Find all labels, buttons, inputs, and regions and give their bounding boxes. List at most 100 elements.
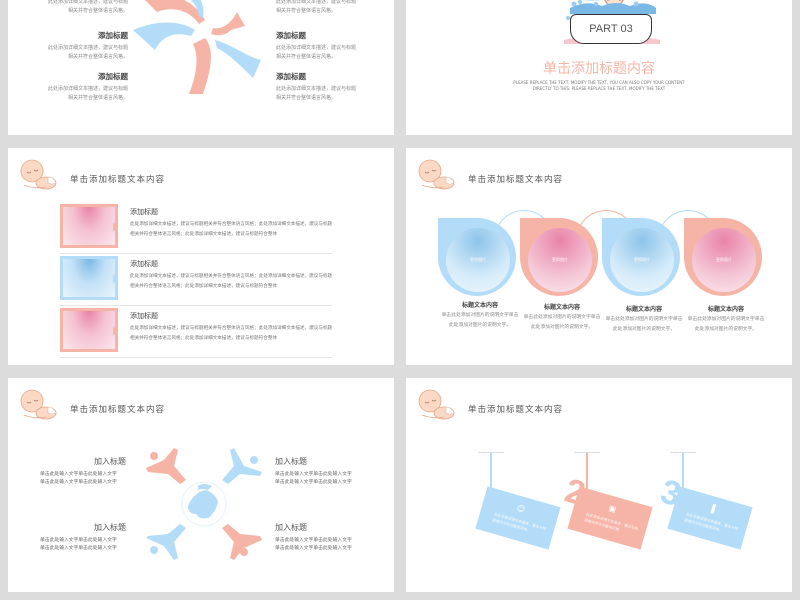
- caption-title: 标题文本内容: [707, 306, 744, 313]
- slide-title[interactable]: 单击添加标题文本内容: [468, 175, 564, 185]
- chat-bubble-icon: ☺: [515, 503, 527, 515]
- image-placeholder[interactable]: 更换图片: [528, 228, 592, 292]
- caption-desc: 单击此处添加对图片的说明文字单击此处添加对图片的说明文字。: [605, 317, 683, 332]
- section-subtitle: PLEASE REPLACE THE TEXT, MODIFY THE TEXT…: [406, 80, 792, 92]
- hanger-string: [490, 453, 492, 491]
- number-tag-1[interactable]: 1 ☺ 此处添加详细文本描述，建议与标题相关并符合整体风格: [475, 486, 561, 550]
- slide-header: 单击添加标题文本内容: [416, 386, 563, 422]
- item-desc: 此处添加详细文本描述，建议与标题相关并符合整体语言风格；此处添加详细文本描述，建…: [130, 274, 333, 289]
- hanger-bar: [478, 452, 504, 453]
- item-title: 添加标题: [98, 72, 128, 81]
- item-line: 单击此处输入文字单击此处输入文字: [275, 546, 352, 551]
- text-block-left-3: 添加标题 此处添加详细文本描述，建议与标题相关并符合整体语言风格。: [44, 71, 128, 103]
- caption-3: 标题文本内容 单击此处添加对图片的说明文字单击此处添加对图片的说明文字。: [604, 304, 684, 335]
- caption-title: 标题文本内容: [625, 306, 662, 313]
- image-placeholder[interactable]: [60, 204, 118, 248]
- text-block-top-right: 加入标题 单击此处输入文字单击此处输入文字 单击此处输入文字单击此处输入文字: [275, 456, 375, 487]
- item-desc: 此处添加详细文本描述，建议与标题相关并符合整体语言风格。: [47, 45, 128, 60]
- item-title: 添加标题: [276, 31, 306, 40]
- list-item: 添加标题 此处添加详细文本描述，建议与标题相关并符合整体语言风格；此处添加详细文…: [60, 254, 332, 306]
- item-title: 添加标题: [130, 312, 158, 320]
- tag-desc: 此处添加详细文本描述，建议与标题相关并符合整体风格: [683, 512, 739, 532]
- text-block-right-2: 添加标题 此处添加详细文本描述，建议与标题相关并符合整体语言风格。: [276, 30, 360, 62]
- hanger-string: [586, 453, 588, 491]
- caption-desc: 单击此处添加对图片的说明文字单击此处添加对图片的说明文字。: [441, 313, 519, 328]
- text-block-right-1: 此处添加详细文本描述，建议与标题相关并符合整体语言风格。: [276, 0, 360, 16]
- item-desc: 此处添加详细文本描述，建议与标题相关并符合整体语言风格。: [276, 86, 357, 101]
- item-desc: 此处添加详细文本描述，建议与标题相关并符合整体语言风格；此处添加详细文本描述，建…: [130, 222, 333, 237]
- drop-image-3[interactable]: 更换图片: [602, 218, 680, 296]
- slide-title[interactable]: 单击添加标题文本内容: [468, 405, 564, 415]
- item-title: 添加标题: [276, 72, 306, 81]
- image-placeholder[interactable]: 更换图片: [446, 228, 510, 292]
- item-line: 单击此处输入文字单击此处输入文字: [40, 480, 117, 485]
- text-block-left-1: 此处添加详细文本描述，建议与标题相关并符合整体语言风格。: [44, 0, 128, 16]
- caption-desc: 单击此处添加对图片的说明文字单击此处添加对图片的说明文字。: [687, 317, 765, 332]
- item-line: 单击此处输入文字单击此处输入文字: [40, 472, 117, 477]
- image-placeholder[interactable]: [60, 256, 118, 300]
- subtitle-line-2: DIRECTLY TO THIS. PLEASE REPLACE THE TEX…: [532, 86, 666, 91]
- pinwheel-arrows-icon: [133, 0, 261, 94]
- hanger-bar: [670, 452, 696, 453]
- item-title: 添加标题: [98, 31, 128, 40]
- text-block-right-3: 添加标题 此处添加详细文本描述，建议与标题相关并符合整体语言风格。: [276, 71, 360, 103]
- bar-chart-icon: ▐: [707, 503, 716, 514]
- text-block-left-2: 添加标题 此处添加详细文本描述，建议与标题相关并符合整体语言风格。: [44, 30, 128, 62]
- text-block-top-left: 加入标题 单击此处输入文字单击此处输入文字 单击此处输入文字单击此处输入文字: [40, 456, 140, 487]
- sleeping-baby-icon: [20, 159, 57, 190]
- item-line: 单击此处输入文字单击此处输入文字: [40, 546, 117, 551]
- caption-title: 标题文本内容: [543, 304, 580, 311]
- image-placeholder[interactable]: [60, 308, 118, 352]
- item-title: 加入标题: [94, 457, 126, 466]
- slide-header: 单击添加标题文本内容: [416, 156, 563, 192]
- number-tag-2[interactable]: 2 ▣ 此处添加详细文本描述，建议与标题相关并符合整体风格: [561, 472, 653, 550]
- document-icon: ▣: [607, 503, 618, 515]
- drop-image-2[interactable]: 更换图片: [520, 218, 598, 296]
- slide-title[interactable]: 单击添加标题文本内容: [70, 405, 166, 415]
- list-item: 添加标题 此处添加详细文本描述，建议与标题相关并符合整体语言风格；此处添加详细文…: [60, 202, 332, 254]
- tag-number: 2: [560, 471, 590, 514]
- slide-globe-people[interactable]: 单击添加标题文本内容 加入标题 单击此处输入文字单击此处输入文字 单击此处输入文…: [8, 378, 394, 592]
- item-desc: 此处添加详细文本描述，建议与标题相关并符合整体语言风格。: [47, 86, 128, 101]
- hanger-bar: [574, 452, 600, 453]
- drop-image-4[interactable]: 更换图片: [684, 218, 762, 296]
- list-item: 添加标题 此处添加详细文本描述，建议与标题相关并符合整体语言风格；此处添加详细文…: [60, 306, 332, 358]
- slide-pinwheel[interactable]: 此处添加详细文本描述，建议与标题相关并符合整体语言风格。 添加标题 此处添加详细…: [8, 0, 394, 135]
- item-title: 加入标题: [275, 523, 307, 532]
- item-title: 加入标题: [94, 523, 126, 532]
- part-label: PART 03: [570, 14, 652, 44]
- item-title: 添加标题: [130, 260, 158, 268]
- item-desc: 此处添加详细文本描述，建议与标题相关并符合整体语言风格。: [276, 0, 357, 14]
- image-placeholder[interactable]: 更换图片: [610, 228, 674, 292]
- caption-4: 标题文本内容 单击此处添加对图片的说明文字单击此处添加对图片的说明文字。: [686, 304, 766, 335]
- slide-section-part03[interactable]: PART 03 单击添加标题内容 PLEASE REPLACE THE TEXT…: [406, 0, 792, 135]
- slide-four-drops[interactable]: 单击添加标题文本内容 更换图片 更换图片 更换图片 更换图片 标题文本内容 单击…: [406, 148, 792, 365]
- sleeping-baby-icon: [418, 159, 455, 190]
- slide-hanging-tags[interactable]: 单击添加标题文本内容 1 ☺ 此处添加详细文本描述，建议与标题相关并符合整体风格…: [406, 378, 792, 592]
- item-title: 加入标题: [275, 457, 307, 466]
- section-title[interactable]: 单击添加标题内容: [543, 61, 655, 77]
- image-placeholder[interactable]: 更换图片: [692, 228, 756, 292]
- globe-people-icon: [146, 448, 262, 560]
- item-desc: 此处添加详细文本描述，建议与标题相关并符合整体语言风格。: [47, 0, 128, 14]
- hanger-string: [682, 453, 684, 491]
- slide-header: 单击添加标题文本内容: [18, 156, 165, 192]
- item-desc: 此处添加详细文本描述，建议与标题相关并符合整体语言风格。: [276, 45, 357, 60]
- item-line: 单击此处输入文字单击此处输入文字: [40, 538, 117, 543]
- tag-desc: 此处添加详细文本描述，建议与标题相关并符合整体风格: [491, 512, 547, 532]
- tag-number: 3: [656, 472, 686, 515]
- slide-title[interactable]: 单击添加标题文本内容: [70, 175, 166, 185]
- caption-1: 标题文本内容 单击此处添加对图片的说明文字单击此处添加对图片的说明文字。: [440, 300, 520, 331]
- number-tag-3[interactable]: 3 ▐ 此处添加详细文本描述，建议与标题相关并符合整体风格: [656, 472, 753, 550]
- caption-title: 标题文本内容: [461, 302, 498, 309]
- slide-header: 单击添加标题文本内容: [18, 386, 165, 422]
- item-desc: 此处添加详细文本描述，建议与标题相关并符合整体语言风格；此处添加详细文本描述，建…: [130, 326, 333, 341]
- item-title: 添加标题: [130, 208, 158, 216]
- caption-2: 标题文本内容 单击此处添加对图片的说明文字单击此处添加对图片的说明文字。: [522, 302, 602, 333]
- text-block-bottom-right: 加入标题 单击此处输入文字单击此处输入文字 单击此处输入文字单击此处输入文字: [275, 522, 375, 553]
- drop-image-1[interactable]: 更换图片: [438, 218, 516, 296]
- subtitle-line-1: PLEASE REPLACE THE TEXT, MODIFY THE TEXT…: [513, 80, 685, 85]
- slide-image-list[interactable]: 单击添加标题文本内容 添加标题 此处添加详细文本描述，建议与标题相关并符合整体语…: [8, 148, 394, 365]
- caption-desc: 单击此处添加对图片的说明文字单击此处添加对图片的说明文字。: [523, 315, 601, 330]
- item-line: 单击此处输入文字单击此处输入文字: [275, 472, 352, 477]
